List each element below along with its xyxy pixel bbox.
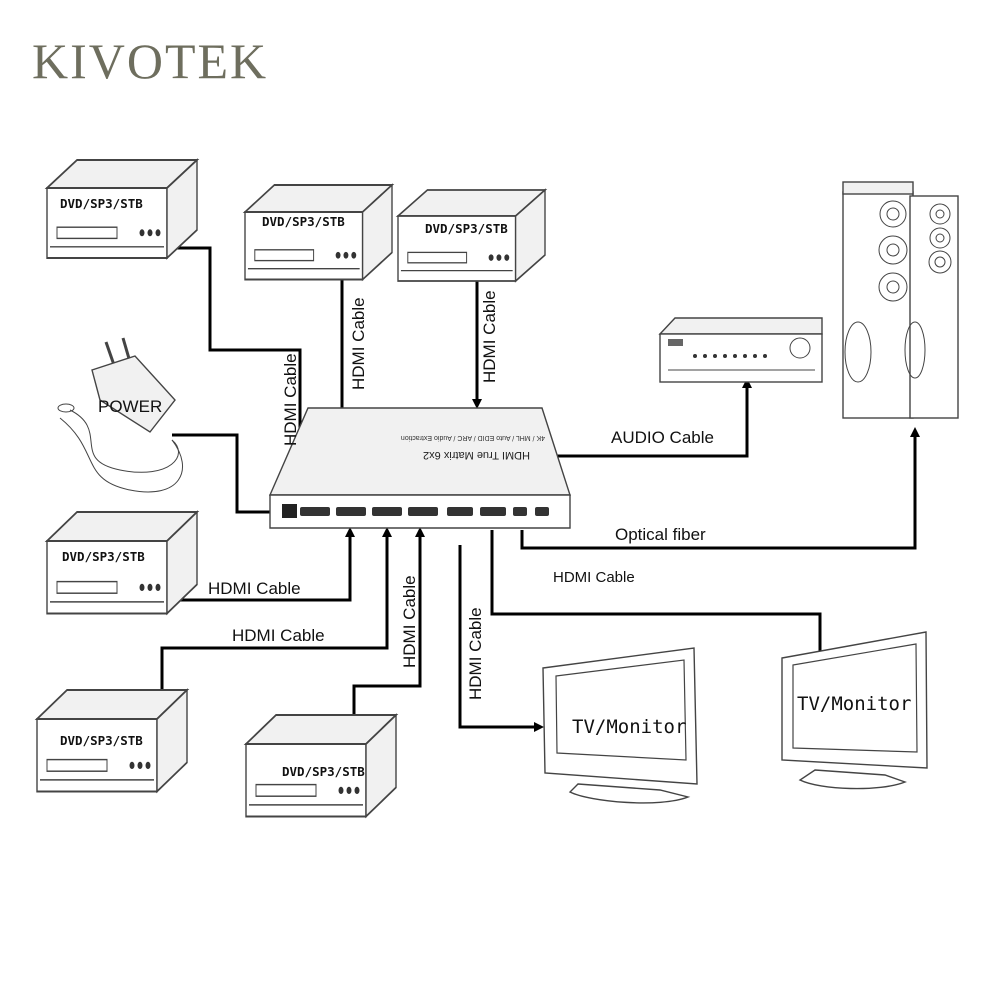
cable-label-hdmi: HDMI Cable (349, 297, 368, 390)
source-label: DVD/SP3/STB (62, 549, 145, 564)
cable-label-optical: Optical fiber (615, 525, 706, 544)
hdmi-wire-6 (352, 527, 425, 740)
cable-label-hdmi: HDMI Cable (232, 626, 325, 645)
optical-wire (520, 427, 920, 550)
hdmi-out-1 (458, 545, 544, 732)
hdmi-wire-4 (160, 527, 355, 602)
cable-label-hdmi: HDMI Cable (553, 569, 635, 586)
hdmi-wire-5 (160, 527, 392, 718)
tv-monitor-right: TV/Monitor (781, 631, 928, 790)
cable-label-hdmi: HDMI Cable (281, 353, 300, 446)
source-device-top-left: DVD/SP3/STB (46, 159, 198, 259)
brand-logo: KIVOTEK (32, 33, 268, 89)
tv-monitor-left: TV/Monitor (542, 647, 698, 804)
hdmi-matrix-switcher: HDMI True Matrix 6x2 4K / MHL / Auto EDI… (268, 407, 571, 529)
cable-label-audio: AUDIO Cable (611, 428, 714, 447)
audio-receiver (658, 317, 823, 383)
power-adapter: POWER (57, 337, 183, 493)
matrix-title: HDMI True Matrix 6x2 (423, 449, 530, 461)
source-device-bottom-left: DVD/SP3/STB (35, 688, 189, 793)
source-label: DVD/SP3/STB (60, 733, 143, 748)
power-wire (172, 433, 285, 517)
hdmi-wire-1 (125, 246, 305, 469)
cable-label-hdmi: HDMI Cable (466, 607, 485, 700)
cable-label-hdmi: HDMI Cable (208, 579, 301, 598)
tv-label: TV/Monitor (797, 693, 911, 715)
source-label: DVD/SP3/STB (60, 196, 143, 211)
source-device-mid-left: DVD/SP3/STB (45, 510, 199, 615)
audio-wire (555, 378, 752, 458)
source-label: DVD/SP3/STB (282, 764, 365, 779)
source-label: DVD/SP3/STB (425, 221, 508, 236)
source-device-bottom-center: DVD/SP3/STB (244, 713, 398, 818)
hdmi-out-2 (490, 530, 825, 671)
cable-label-hdmi: HDMI Cable (400, 575, 419, 668)
source-label: DVD/SP3/STB (262, 214, 345, 229)
tv-label: TV/Monitor (572, 716, 686, 738)
source-device-top-center: DVD/SP3/STB (244, 184, 393, 281)
matrix-subtitle: 4K / MHL / Auto EDID / ARC / Audio Extra… (401, 434, 545, 441)
speakers (842, 181, 959, 419)
power-label: POWER (98, 397, 162, 416)
source-device-top-right: DVD/SP3/STB (397, 189, 546, 282)
cable-label-hdmi: HDMI Cable (480, 290, 499, 383)
